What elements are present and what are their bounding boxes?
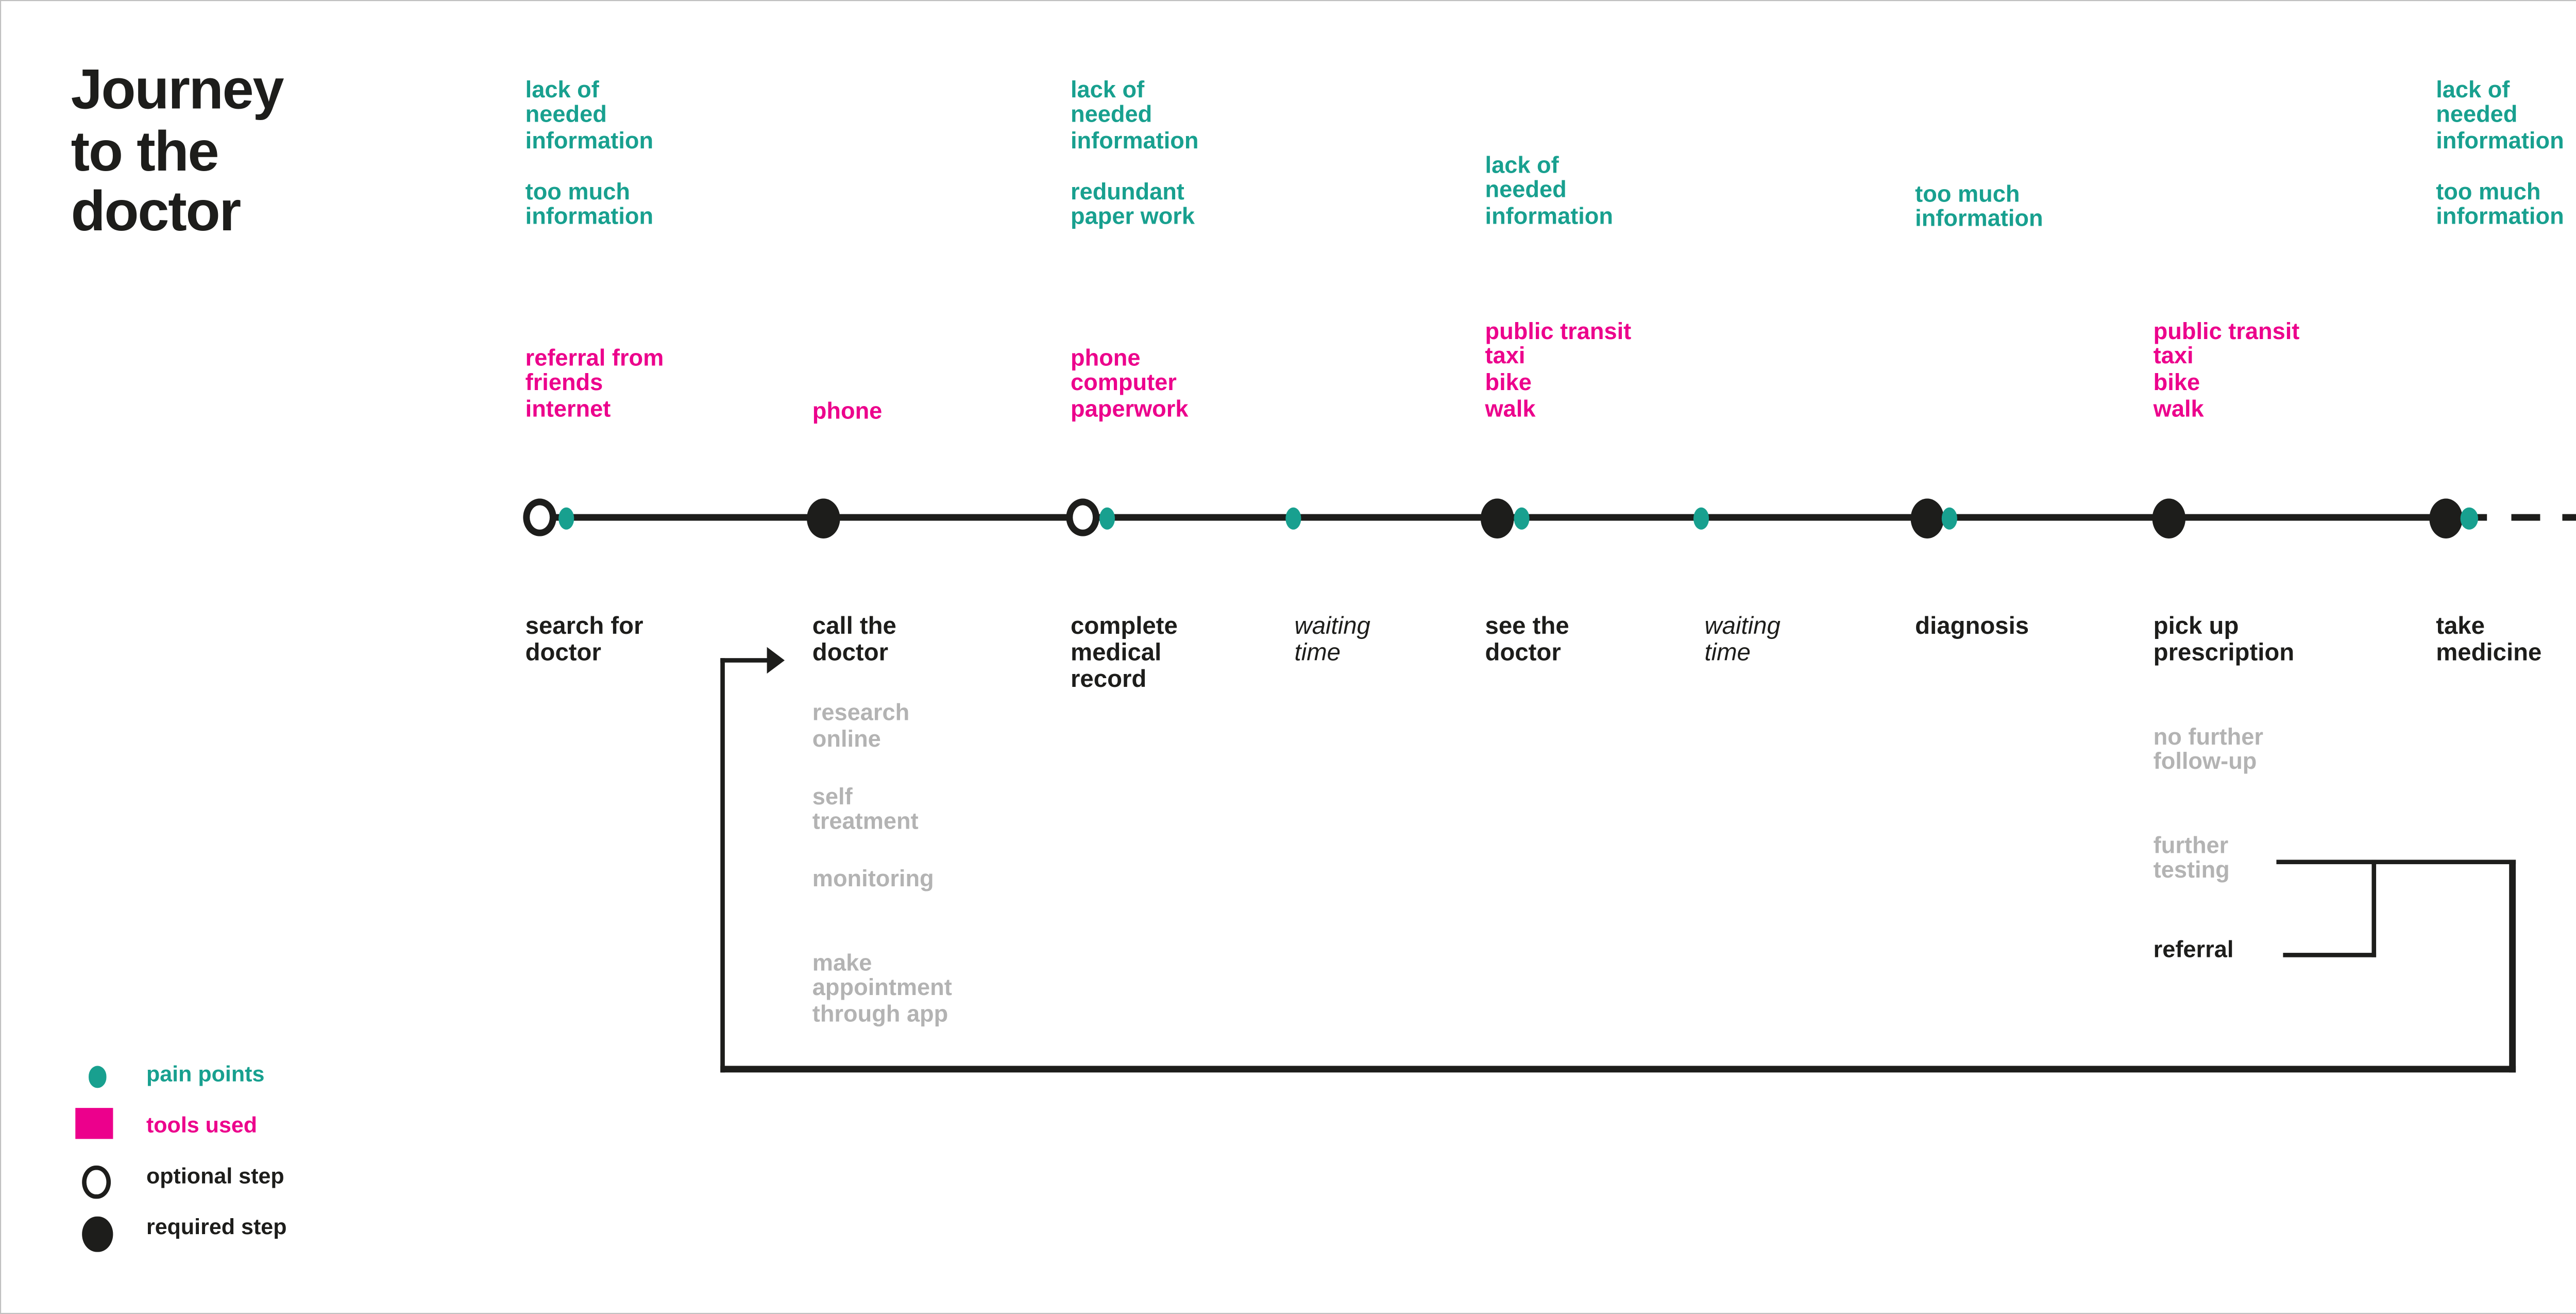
required-step-marker (2151, 497, 2184, 537)
step-label-see: see the doctor (1485, 614, 1569, 668)
loop-arrow-icon (767, 646, 785, 673)
pain-point-note: too much information (1915, 180, 2043, 233)
timeline-dash (2562, 514, 2576, 521)
pain-point-note: too much information (2436, 178, 2564, 231)
flow-line-branch (2370, 858, 2377, 957)
step-label-call: call the doctor (812, 614, 896, 668)
pain-point-marker (1285, 506, 1301, 529)
required-step-marker (1480, 497, 1514, 537)
step-label-medicine: take medicine (2436, 614, 2542, 668)
step-label-waiting-1: waiting time (1294, 614, 1370, 668)
tools-note: public transit taxi bike walk (2153, 318, 2300, 423)
flow-line-down (2509, 858, 2515, 1072)
pain-point-note: lack of needed information (1485, 151, 1613, 230)
required-step-marker (1909, 497, 1943, 537)
step-label-diagnosis: diagnosis (1915, 614, 2029, 641)
legend-pain-point-icon (89, 1066, 107, 1087)
pain-point-marker (1098, 506, 1114, 529)
substep-further-testing: further testing (2153, 832, 2230, 885)
legend-required-step-icon (82, 1215, 112, 1251)
optional-step-marker (522, 498, 555, 536)
optional-step-marker (1066, 498, 1099, 536)
flow-line-return (719, 1066, 2515, 1072)
legend-tools-icon (74, 1106, 112, 1139)
required-step-marker (807, 497, 840, 537)
flow-line-to-call (719, 657, 768, 663)
required-step-marker (2428, 497, 2462, 537)
tools-note: public transit taxi bike walk (1485, 318, 1632, 423)
pain-point-marker (1513, 506, 1529, 529)
step-label-record: complete medical record (1071, 614, 1178, 695)
tools-note: phone computer paperwork (1071, 344, 1189, 423)
flow-line-further-testing (2276, 858, 2515, 865)
legend-optional-step-icon (82, 1164, 111, 1199)
pain-point-marker (1693, 506, 1709, 529)
timeline-dash (2511, 514, 2540, 521)
legend-label-required-step: required step (146, 1216, 287, 1241)
pain-point-note: lack of needed information (1071, 76, 1199, 155)
substep-referral: referral (2153, 936, 2234, 963)
substep-research-online: research online (812, 700, 910, 753)
substep-monitoring: monitoring (812, 866, 934, 893)
pain-point-note: lack of needed information (525, 76, 654, 155)
pain-point-marker (1941, 506, 1957, 529)
flow-line-up (719, 657, 725, 1072)
legend-label-optional-step: optional step (146, 1165, 284, 1190)
tools-note: referral from friends internet (525, 344, 664, 423)
pain-point-note: redundant paper work (1071, 178, 1195, 231)
pain-point-note: lack of needed information (2436, 76, 2564, 155)
legend-label-tools-used: tools used (146, 1115, 258, 1139)
tools-note: phone (812, 397, 883, 425)
pain-point-note: too much information (525, 178, 654, 231)
substep-self-treatment: self treatment (812, 783, 919, 836)
pain-point-marker (2459, 506, 2477, 529)
pain-point-marker (558, 506, 574, 529)
step-label-pickup: pick up prescription (2153, 614, 2295, 668)
substep-no-followup: no further follow-up (2153, 723, 2263, 776)
legend-label-pain-points: pain points (146, 1064, 265, 1088)
step-label-search: search for doctor (525, 614, 643, 668)
substep-appointment-app: make appointment through app (812, 949, 952, 1028)
page-title: Journey to the doctor (71, 60, 284, 244)
step-label-waiting-2: waiting time (1704, 614, 1781, 668)
flow-line-referral (2283, 951, 2377, 957)
